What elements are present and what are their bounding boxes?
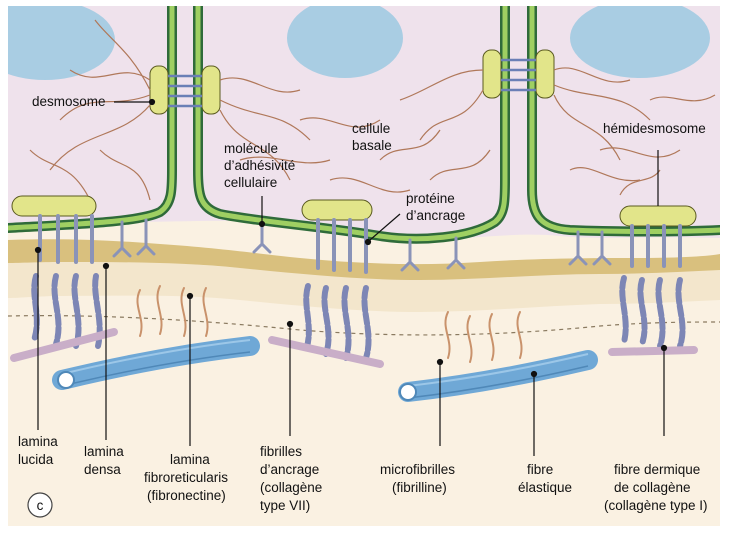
label-desmosome: desmosome	[32, 94, 106, 109]
hemidesmosome-plaque	[620, 206, 696, 226]
nucleus	[287, 0, 403, 78]
hemidesmosome-plaque	[302, 200, 372, 220]
panel-letter: c	[37, 498, 44, 513]
label-hemidesmosome: hémidesmosome	[603, 121, 706, 136]
nucleus	[570, 0, 710, 78]
hemidesmosome-plaque	[12, 196, 96, 216]
label-collagen-fibre: fibre dermique de collagène (collagène t…	[604, 462, 708, 513]
